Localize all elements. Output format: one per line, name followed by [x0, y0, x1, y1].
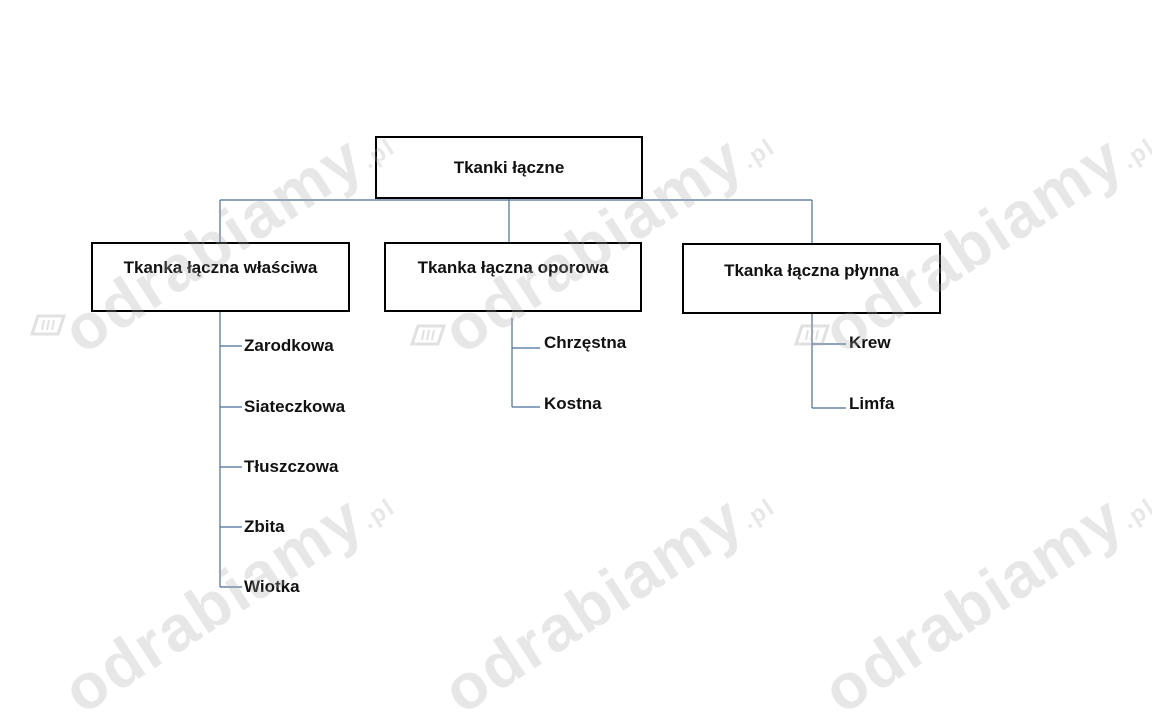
leaf-krew: Krew	[849, 333, 891, 352]
branch-node-wlasciwa: Tkanka łączna właściwa	[91, 242, 350, 312]
branch-node-plynna: Tkanka łączna płynna	[682, 243, 941, 314]
root-node-label: Tkanki łączne	[453, 157, 565, 177]
leaf-siateczkowa: Siateczkowa	[244, 397, 346, 416]
connector-lines	[219, 198, 846, 588]
leaf-chrzestna: Chrzęstna	[544, 333, 627, 352]
leaf-limfa: Limfa	[849, 394, 895, 413]
root-node: Tkanki łączne	[375, 136, 643, 199]
diagram-canvas: Tkanki łączne Tkanka łączna właściwa Tka…	[29, 121, 1152, 727]
branch-node-oporowa: Tkanka łączna oporowa	[384, 242, 642, 312]
branch-node-label: Tkanka łączna oporowa	[417, 258, 609, 277]
leaf-zbita: Zbita	[244, 517, 285, 536]
leaf-zarodkowa: Zarodkowa	[244, 336, 334, 355]
leaf-kostna: Kostna	[544, 394, 602, 413]
leaf-wiotka: Wiotka	[244, 577, 300, 596]
leaf-tluszczowa: Tłuszczowa	[244, 457, 339, 476]
branch-node-label: Tkanka łączna właściwa	[123, 258, 318, 277]
branch-node-label: Tkanka łączna płynna	[724, 261, 899, 280]
